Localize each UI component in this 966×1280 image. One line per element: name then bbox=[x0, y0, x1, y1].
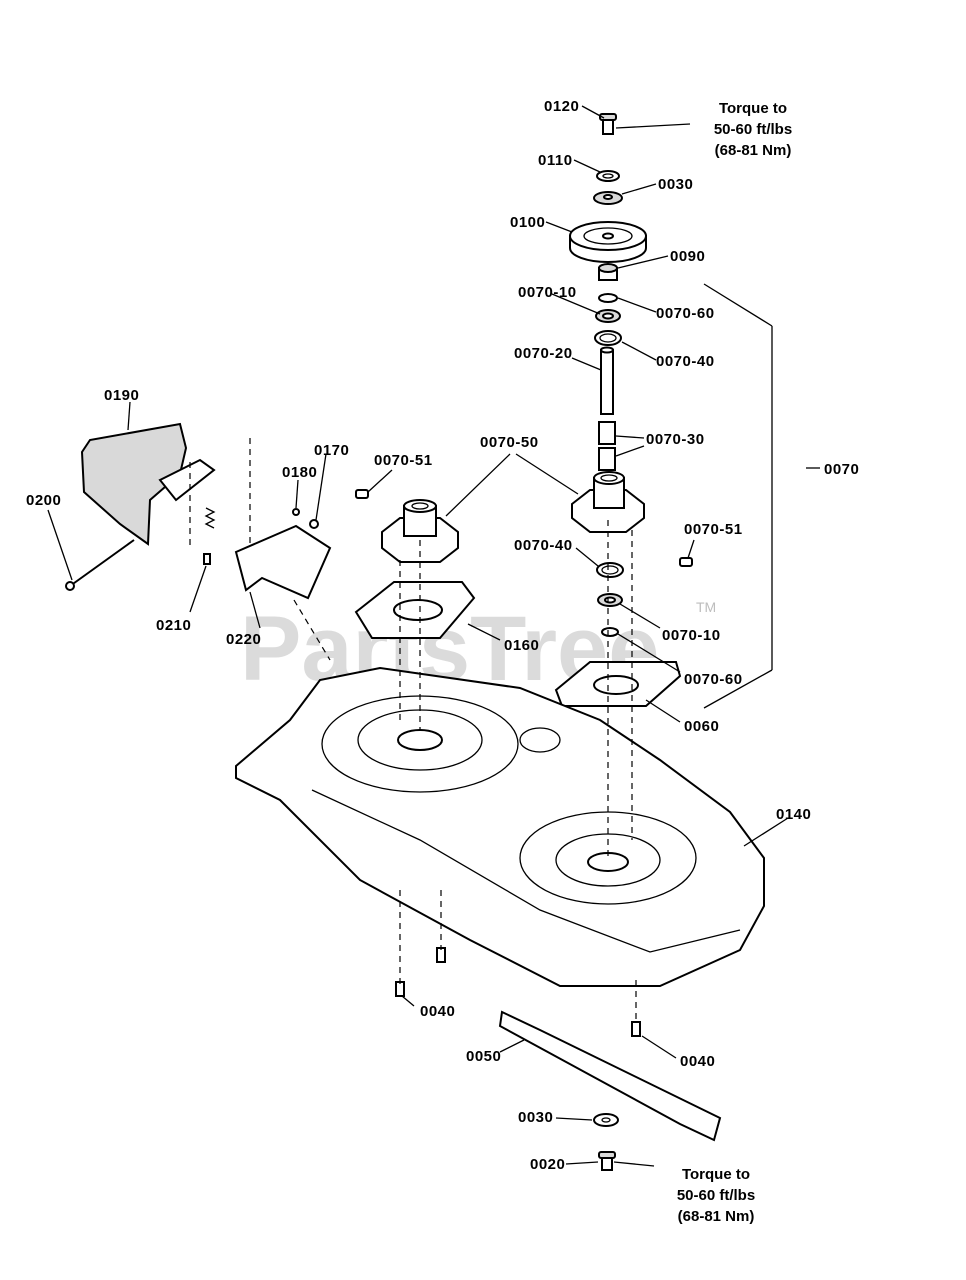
blade-0050 bbox=[498, 1010, 722, 1142]
nut-0170 bbox=[309, 519, 319, 529]
plate-0160 bbox=[354, 581, 476, 639]
bolt-0020 bbox=[598, 1151, 616, 1171]
pulley-0100 bbox=[569, 221, 647, 263]
torque-top-line3: (68-81 Nm) bbox=[715, 142, 792, 159]
label-0060: 0060 bbox=[684, 718, 719, 735]
shaft-0070-20 bbox=[600, 346, 614, 415]
label-0180: 0180 bbox=[282, 464, 317, 481]
screw-0180 bbox=[292, 508, 300, 516]
bolt-0120 bbox=[599, 113, 617, 135]
washer-0030-bottom bbox=[593, 1113, 619, 1127]
label-0040-right: 0040 bbox=[680, 1053, 715, 1070]
label-0070-40-bottom: 0070-40 bbox=[514, 537, 573, 554]
label-0200: 0200 bbox=[26, 492, 61, 509]
label-0070-10-bottom: 0070-10 bbox=[662, 627, 721, 644]
torque-bottom-line2: 50-60 ft/lbs bbox=[677, 1187, 755, 1204]
label-0070-60-top: 0070-60 bbox=[656, 305, 715, 322]
mower-deck-0140 bbox=[235, 666, 765, 987]
bracket-0220 bbox=[234, 524, 332, 600]
bearing-0070-40-top bbox=[594, 330, 622, 346]
torque-note-bottom: Torque to 50-60 ft/lbs (68-81 Nm) bbox=[677, 1166, 755, 1225]
label-0070-30: 0070-30 bbox=[646, 431, 705, 448]
label-0210: 0210 bbox=[156, 617, 191, 634]
spring-0210 bbox=[203, 507, 216, 565]
bolt-0070-51-left bbox=[355, 489, 369, 499]
label-0190: 0190 bbox=[104, 387, 139, 404]
label-0090: 0090 bbox=[670, 248, 705, 265]
seal-0070-10-top bbox=[595, 309, 621, 323]
label-0050: 0050 bbox=[466, 1048, 501, 1065]
washer-0030-top bbox=[593, 191, 623, 205]
spindle-housing-right bbox=[571, 471, 645, 533]
torque-top-line2: 50-60 ft/lbs bbox=[714, 121, 792, 138]
label-0070-51-left: 0070-51 bbox=[374, 452, 433, 469]
label-0070-20: 0070-20 bbox=[514, 345, 573, 362]
watermark-trademark: TM bbox=[696, 599, 716, 615]
seal-0070-10-bottom bbox=[597, 593, 623, 607]
label-0040-left: 0040 bbox=[420, 1003, 455, 1020]
label-0070-60-bottom: 0070-60 bbox=[684, 671, 743, 688]
bolt-0070-51-right bbox=[679, 557, 693, 567]
label-0160: 0160 bbox=[504, 637, 539, 654]
label-0070-40-top: 0070-40 bbox=[656, 353, 715, 370]
label-0070-10-top: 0070-10 bbox=[518, 284, 577, 301]
label-0030-top: 0030 bbox=[658, 176, 693, 193]
label-0070-50: 0070-50 bbox=[480, 434, 539, 451]
bolt-0040-left bbox=[395, 947, 446, 997]
discharge-chute-0190 bbox=[80, 422, 216, 546]
bearing-0070-40-bottom bbox=[596, 562, 624, 578]
label-0070-51-right: 0070-51 bbox=[684, 521, 743, 538]
spacer-0070-30 bbox=[598, 421, 616, 471]
label-0030-bottom: 0030 bbox=[518, 1109, 553, 1126]
washer-0070-60-top bbox=[598, 293, 618, 303]
torque-bottom-line3: (68-81 Nm) bbox=[678, 1208, 755, 1225]
label-0170: 0170 bbox=[314, 442, 349, 459]
rod-0200 bbox=[65, 539, 135, 591]
label-0140: 0140 bbox=[776, 806, 811, 823]
bolt-0040-right bbox=[631, 1021, 641, 1037]
washer-0110 bbox=[596, 170, 620, 182]
plate-0060 bbox=[554, 661, 682, 707]
washer-0070-60-bottom bbox=[601, 627, 619, 637]
label-0020: 0020 bbox=[530, 1156, 565, 1173]
torque-bottom-line1: Torque to bbox=[682, 1166, 750, 1183]
spacer-0090 bbox=[598, 263, 618, 281]
label-0220: 0220 bbox=[226, 631, 261, 648]
torque-note-top: Torque to 50-60 ft/lbs (68-81 Nm) bbox=[714, 100, 792, 159]
label-0120: 0120 bbox=[544, 98, 579, 115]
label-0110: 0110 bbox=[538, 152, 573, 169]
label-0070: 0070 bbox=[824, 461, 859, 478]
torque-top-line1: Torque to bbox=[719, 100, 787, 117]
label-0100: 0100 bbox=[510, 214, 545, 231]
